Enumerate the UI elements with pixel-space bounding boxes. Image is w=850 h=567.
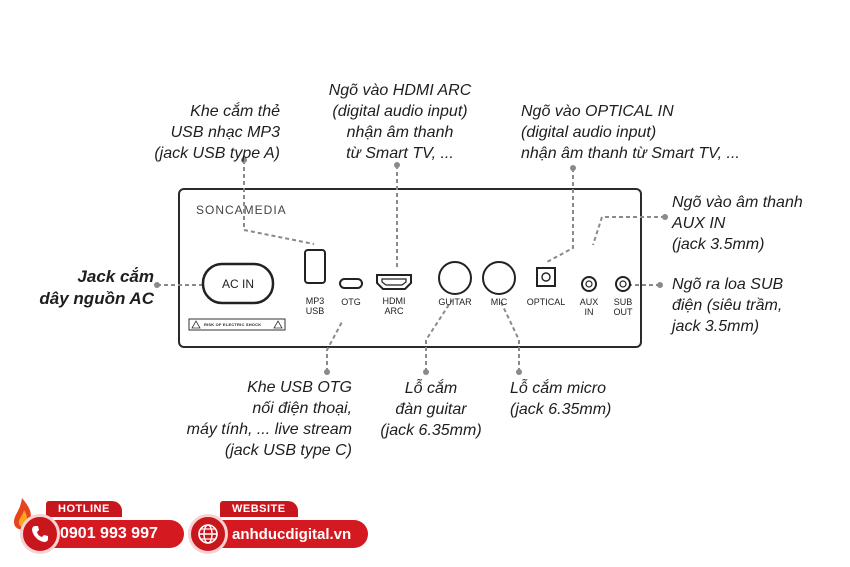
warning-triangle-icon-right [273, 320, 283, 329]
port-label-hdmi-arc: HDMI ARC [382, 296, 406, 316]
website-url[interactable]: anhducdigital.vn [206, 520, 368, 548]
callout-hdmi-arc: Ngõ vào HDMI ARC (digital audio input) n… [328, 82, 472, 162]
website-label: WEBSITE [220, 501, 298, 517]
port-label-mic: MIC [490, 297, 508, 307]
hotline-badge[interactable]: HOTLINE 0901 993 997 [8, 496, 184, 556]
usb-mp3-slot [304, 249, 326, 284]
port-label-guitar: GUITAR [438, 297, 472, 307]
leader-dot-mic [516, 369, 522, 375]
mic-jack [482, 261, 516, 295]
brand-logo: SONCAMEDIA [196, 203, 287, 217]
port-label-optical: OPTICAL [526, 297, 566, 307]
leader-optical [546, 168, 574, 263]
leader-dot-aux [662, 214, 668, 220]
leader-usb-mp3 [243, 160, 315, 245]
warning-triangle-icon [191, 320, 201, 329]
website-badge[interactable]: WEBSITE anhducdigital.vn [186, 496, 368, 556]
port-label-mp3-usb: MP3 USB [305, 296, 325, 316]
phone-icon [20, 514, 60, 554]
guitar-jack [438, 261, 472, 295]
leader-aux [592, 216, 665, 246]
callout-guitar: Lỗ cắm đàn guitar (jack 6.35mm) [380, 380, 482, 439]
callout-usb-mp3: Khe cắm thẻ USB nhạc MP3 (jack USB type … [154, 103, 280, 162]
globe-icon [188, 514, 228, 554]
leader-mic [499, 299, 520, 372]
hotline-label: HOTLINE [46, 501, 122, 517]
leader-guitar [425, 299, 453, 372]
port-label-otg: OTG [341, 297, 361, 307]
callout-otg: Khe USB OTG nối điện thoại, máy tính, ..… [186, 379, 352, 459]
callout-aux-in: Ngõ vào âm thanh AUX IN (jack 3.5mm) [672, 194, 803, 253]
callout-mic: Lỗ cắm micro (jack 6.35mm) [510, 380, 612, 418]
port-label-sub-out: SUB OUT [613, 297, 633, 317]
leader-dot-ac [154, 282, 160, 288]
leader-dot-guitar [423, 369, 429, 375]
ac-in-socket [201, 262, 275, 305]
usb-otg-slot [339, 278, 363, 289]
warning-text: RISK OF ELECTRIC SHOCK [204, 322, 262, 327]
leader-dot-hdmi [394, 162, 400, 168]
port-label-ac-in: AC IN [221, 277, 254, 291]
callout-sub-out: Ngõ ra loa SUB điện (siêu trầm, jack 3.5… [672, 276, 784, 335]
warning-plate [188, 318, 286, 331]
leader-dot-usb [241, 157, 247, 163]
callout-optical-in: Ngõ vào OPTICAL IN (digital audio input)… [521, 103, 740, 162]
leader-dot-otg [324, 369, 330, 375]
leader-dot-optical [570, 165, 576, 171]
leader-dot-sub [657, 282, 663, 288]
leader-otg [326, 319, 344, 372]
port-label-aux-in: AUX IN [579, 297, 599, 317]
callout-ac-power: Jack cắm dây nguồn AC [39, 267, 154, 308]
